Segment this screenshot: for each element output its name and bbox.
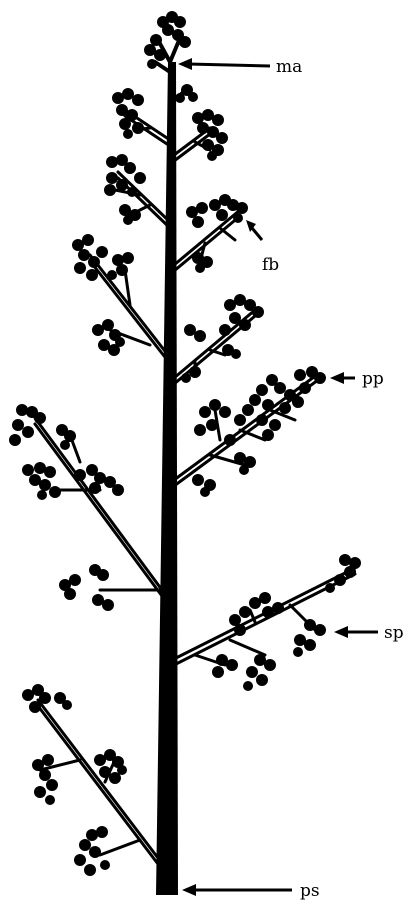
primary-branches	[35, 38, 355, 864]
arrow-sp	[334, 626, 378, 638]
label-ps: ps	[300, 881, 320, 901]
arrow-pp	[330, 372, 355, 384]
label-fb: fb	[262, 255, 279, 275]
arrow-fb	[246, 220, 262, 240]
flower-bud-clusters	[9, 11, 361, 876]
label-pp: pp	[362, 369, 384, 389]
arrow-ma	[178, 58, 270, 70]
arrow-ps	[182, 884, 292, 896]
label-sp: sp	[384, 623, 404, 643]
label-ma: ma	[276, 57, 302, 77]
